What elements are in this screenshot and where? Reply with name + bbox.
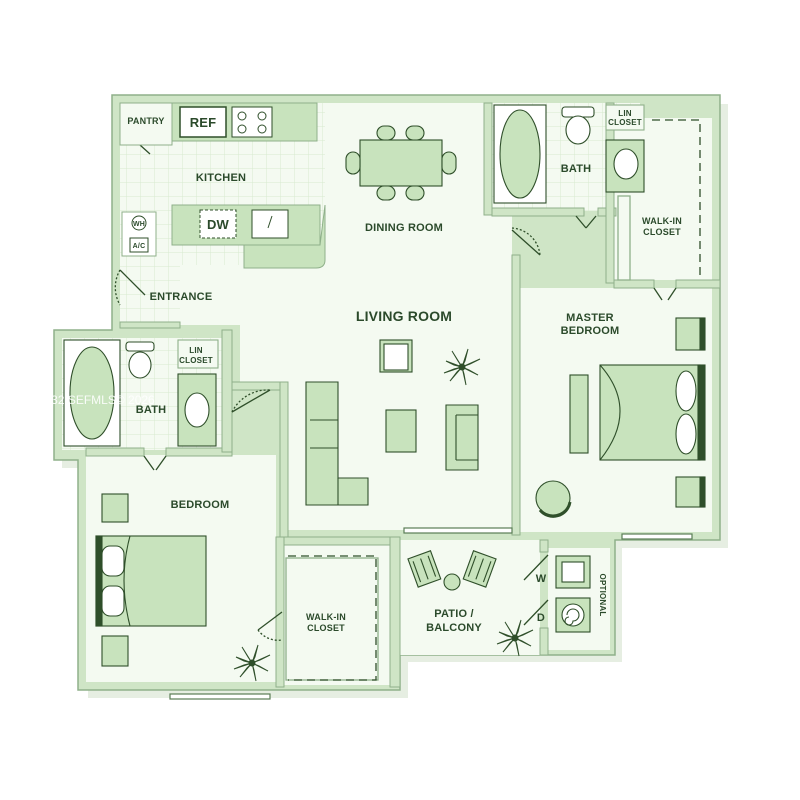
second-walkin-closet (285, 555, 379, 681)
coffee-table (385, 409, 417, 453)
sink (251, 209, 289, 239)
refrigerator (179, 106, 227, 138)
label-walkin-master-1: WALK-IN (642, 216, 682, 226)
plant-icons (233, 348, 534, 682)
label-walkin-master-2: CLOSET (643, 227, 681, 237)
room-labels: PANTRY REF KITCHEN DW WH A/C DINING ROOM… (127, 109, 682, 634)
master-bedroom-furniture (535, 317, 706, 518)
bedroom-furniture (95, 493, 207, 667)
dresser (569, 374, 589, 454)
label-washer: W (536, 573, 547, 585)
second-bath-fixtures (63, 339, 219, 447)
pantry-box (119, 102, 173, 146)
label-master-bedroom-1: MASTER (566, 312, 614, 324)
label-dryer: D (537, 612, 545, 624)
water-heater-ac (121, 211, 157, 257)
label-master-bath: BATH (561, 163, 592, 175)
patio-furniture (407, 550, 497, 591)
living-furniture (305, 339, 479, 506)
label-lin-second-2: CLOSET (179, 356, 213, 365)
door-swings (114, 144, 677, 641)
master-bath-fixtures (493, 104, 645, 204)
stove (231, 106, 273, 138)
label-master-bedroom-2: BEDROOM (561, 325, 620, 337)
label-entrance: ENTRANCE (150, 291, 213, 303)
label-walkin-second-1: WALK-IN (306, 612, 346, 622)
kitchen-fixtures (119, 102, 326, 269)
label-kitchen: KITCHEN (196, 172, 246, 184)
dining-table (359, 139, 443, 187)
label-dining-room: DINING ROOM (365, 222, 443, 234)
label-ac: A/C (133, 243, 146, 250)
label-ref: REF (190, 115, 217, 130)
second-toilet (128, 351, 152, 379)
label-lin-master-2: CLOSET (608, 118, 642, 127)
entrance-floor (120, 265, 180, 325)
laundry-appliances (555, 555, 591, 633)
label-walkin-second-2: CLOSET (307, 623, 345, 633)
label-dw: DW (207, 217, 230, 232)
label-living-room: LIVING ROOM (356, 308, 452, 324)
loveseat (445, 404, 479, 471)
counter-return (243, 204, 326, 269)
interior-walls (85, 102, 721, 688)
master-walkin-closet (617, 119, 701, 281)
label-second-bath: BATH (136, 404, 167, 416)
watermark: A11956032 SEFMLS© 2026 (4, 393, 155, 407)
counter-island (171, 204, 321, 246)
label-pantry: PANTRY (127, 116, 164, 126)
dining-set (345, 125, 457, 201)
dishwasher (199, 209, 237, 239)
sectional-sofa (305, 381, 369, 506)
label-wh: WH (133, 221, 145, 228)
label-lin-master-1: LIN (618, 109, 632, 118)
label-bedroom: BEDROOM (171, 499, 230, 511)
windows (169, 527, 693, 700)
label-lin-second-1: LIN (189, 346, 203, 355)
master-toilet (565, 115, 591, 145)
living-dining-floor (180, 103, 512, 530)
label-optional: OPTIONAL (598, 574, 607, 617)
label-patio-1: PATIO / (434, 608, 474, 620)
label-patio-2: BALCONY (426, 622, 482, 634)
patio-table (443, 573, 461, 591)
